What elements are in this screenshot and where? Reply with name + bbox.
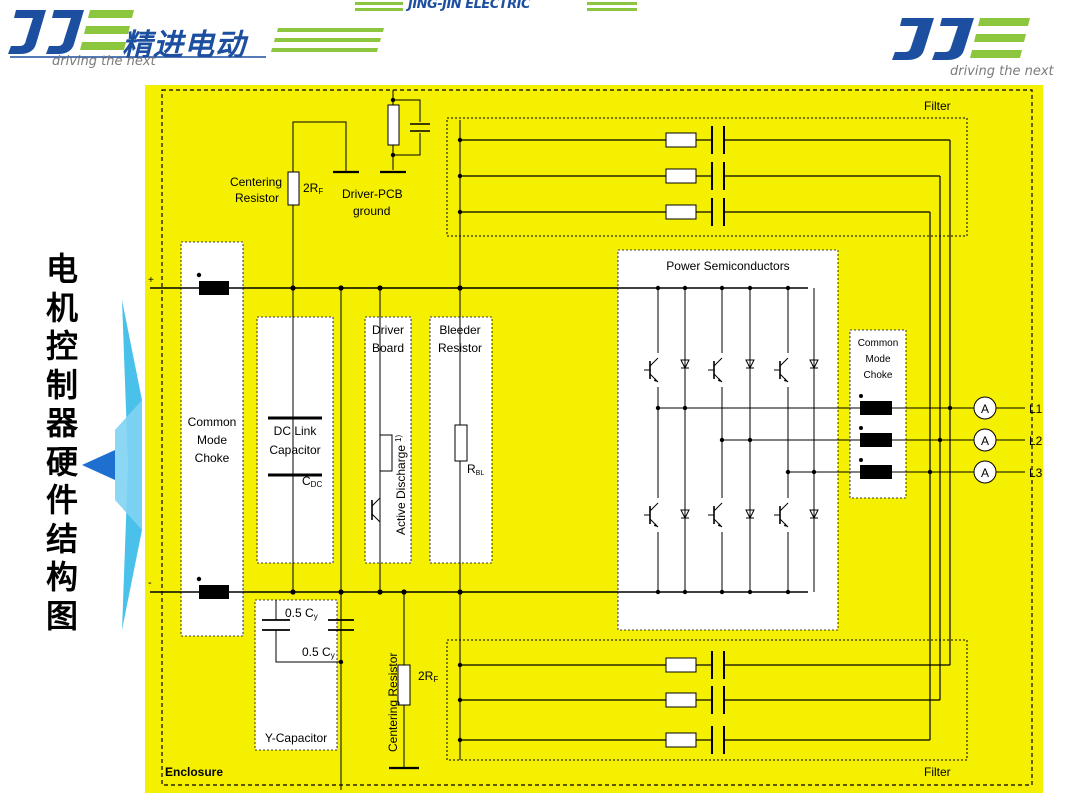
cmc-left-label-line2: Mode (197, 433, 227, 447)
driver-board-label-line1: Driver (372, 323, 404, 337)
cy-upper-label: 0.5 Cy (285, 606, 318, 621)
side-title-char: 制 (45, 365, 78, 404)
centering-resistor-vertical-label: Centering Resistor (386, 653, 400, 752)
resistor-2rf-top-sub: F (318, 187, 323, 196)
cdc-label: CDC (302, 474, 322, 489)
cmc-left-label-line1: Common (188, 415, 237, 429)
brand-name-en: JING-JIN ELECTRIC (408, 0, 531, 12)
side-title-char: 图 (45, 596, 78, 635)
inverter-circuit-diagram: A A A Enclosure Filter Filter Centering … (145, 85, 1043, 793)
dc-link-capacitor-box (256, 316, 334, 564)
common-mode-choke-left-box (180, 241, 244, 637)
brand-logo-left (8, 10, 384, 58)
side-title-char: 机 (45, 288, 78, 327)
bleeder-label-line2: Resistor (438, 341, 482, 355)
bleeder-label-line1: Bleeder (439, 323, 480, 337)
side-arrow-decoration (82, 300, 142, 630)
power-semiconductors-label: Power Semiconductors (666, 259, 789, 273)
filter-bottom-label: Filter (924, 765, 951, 779)
cy-lower-text: 0.5 C (302, 645, 331, 659)
side-title-char: 控 (45, 327, 78, 365)
filter-top-label: Filter (924, 99, 951, 113)
cy-lower-label: 0.5 Cy (302, 645, 335, 660)
driver-board-label-line2: Board (372, 341, 404, 355)
side-title-char: 硬 (45, 442, 78, 481)
cmc-left-label-line3: Choke (195, 451, 230, 465)
ammeter-l3-label: A (981, 466, 989, 480)
ammeter-group: A A A (973, 396, 997, 484)
ammeter-l1-label: A (981, 402, 989, 416)
slogan-right: driving the next (950, 64, 1054, 79)
top-banner-stripes (355, 2, 637, 11)
minus-terminal-label: - (148, 577, 152, 589)
resistor-2rf-bottom-label: 2RF (418, 669, 438, 684)
active-discharge-label: Active Discharge 1) (394, 435, 408, 535)
cdc-sub: DC (311, 480, 323, 489)
plus-terminal-label: + (148, 275, 154, 286)
cmc-right-label-line1: Common (858, 338, 899, 349)
side-title-char: 结 (45, 519, 78, 558)
enclosure-label: Enclosure (165, 765, 223, 779)
y-capacitor-box (254, 599, 338, 751)
ammeter-l2-label: A (981, 434, 989, 448)
cy-upper-sub: y (314, 612, 318, 621)
active-discharge-text: Active Discharge (394, 445, 408, 535)
brand-logo-right (892, 18, 1030, 60)
driver-pcb-ground-label-line1: Driver-PCB (342, 187, 403, 201)
filter-top-box (446, 117, 968, 237)
dc-link-label-line2: Capacitor (269, 443, 320, 457)
cy-upper-text: 0.5 C (285, 606, 314, 620)
resistor-2rf-top-text: 2R (303, 181, 319, 195)
cy-lower-sub: y (331, 651, 335, 660)
phase-l1-label: L1 (1029, 402, 1043, 416)
cmc-right-label-line3: Choke (864, 370, 893, 381)
enclosure-border (161, 89, 1033, 786)
cmc-right-label-line2: Mode (865, 354, 890, 365)
cdc-text: C (302, 474, 311, 488)
driver-pcb-ground-label-line2: ground (353, 204, 390, 218)
resistor-2rf-bottom-text: 2R (418, 669, 434, 683)
active-discharge-sup: 1) (394, 435, 403, 442)
rbl-text: R (467, 462, 476, 476)
side-title-char: 件 (45, 481, 78, 519)
y-capacitor-label: Y-Capacitor (265, 731, 327, 745)
dc-link-label-line1: DC Link (274, 424, 318, 438)
rbl-label: RBL (467, 462, 484, 477)
side-title-char: 电 (45, 250, 78, 288)
slogan-left: driving the next (52, 54, 156, 69)
side-title-char: 器 (45, 404, 78, 442)
centering-resistor-label-line2: Resistor (235, 191, 279, 205)
brand-name-cn: 精进电动 (122, 28, 246, 63)
resistor-2rf-bottom-sub: F (433, 675, 438, 684)
resistor-2rf-top-label: 2RF (303, 181, 323, 196)
centering-resistor-label-line1: Centering (230, 175, 282, 189)
filter-bottom-box (446, 639, 968, 761)
side-title-char: 构 (45, 558, 78, 596)
side-title: 电 机 控 制 器 硬 件 结 构 图 (40, 250, 84, 635)
phase-l2-label: L2 (1029, 434, 1043, 448)
rbl-sub: BL (476, 470, 485, 477)
phase-l3-label: L3 (1029, 466, 1043, 480)
